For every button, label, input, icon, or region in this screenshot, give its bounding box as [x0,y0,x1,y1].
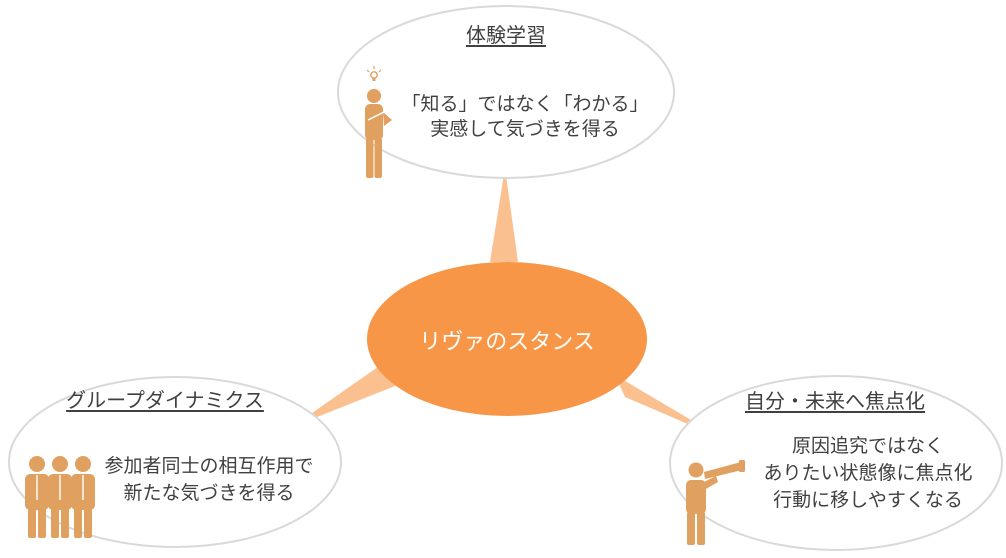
ellipse-right [669,375,1003,551]
center-ellipse [367,262,647,416]
center-label: リヴァのスタンス [419,330,595,355]
node-text-right-line-3: 行動に移しやすくなる [773,489,963,511]
spike-left [292,362,400,427]
node-text-left-line-2: 新たな気づきを得る [123,482,295,504]
node-title-right: 自分・未来へ焦点化 [745,389,925,413]
node-title-top: 体験学習 [466,23,546,47]
person-with-telescope-icon [686,460,745,545]
thinking-person-icon [365,66,392,178]
node-text-top-line-2: 実感して気づきを得る [430,118,620,140]
spike-top [490,168,518,262]
node-text-right-line-2: ありたい状態像に焦点化 [763,462,973,484]
node-title-left: グループダイナミクス [66,388,264,412]
ellipse-top [337,5,675,179]
node-text-left-line-1: 参加者同士の相互作用で [104,455,314,477]
group-of-people-icon [25,456,95,538]
node-text-right-line-1: 原因追究ではなく [791,435,944,457]
node-text-top-line-1: 「知る」ではなく「わかる」 [401,93,649,115]
